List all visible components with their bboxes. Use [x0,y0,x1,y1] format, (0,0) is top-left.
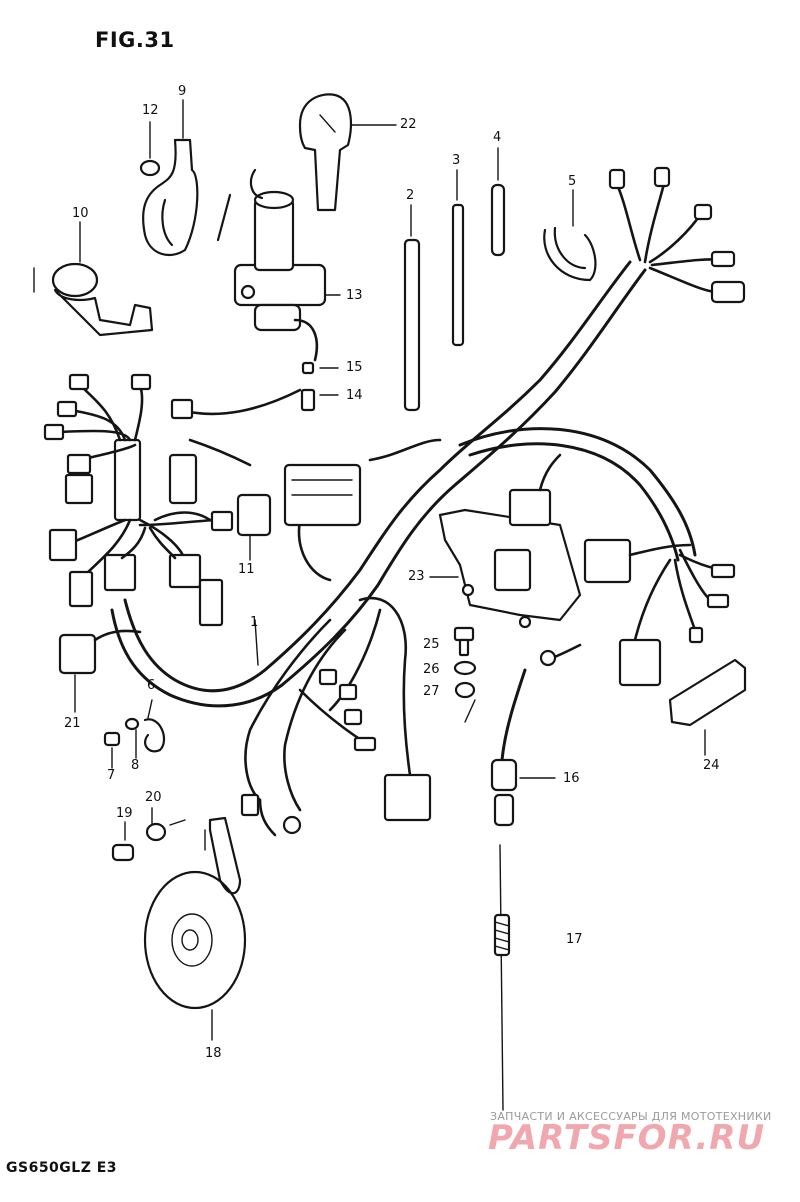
callout-19: 19 [116,806,133,821]
model-code: GS650GLZ E3 [6,1160,118,1176]
callout-24: 24 [703,758,720,773]
right-lower-cluster [539,538,747,756]
part-21-switch [58,629,142,713]
watermark-logo: PARTSFOR.RU [488,1118,766,1158]
callout-23: 23 [408,569,425,584]
callout-12: 12 [142,103,159,118]
callout-27: 27 [423,684,440,699]
callout-3: 3 [452,153,461,168]
callout-18: 18 [205,1046,222,1061]
parts-25-27-fasteners [453,626,477,723]
part-22-key [298,93,397,212]
part-16-cable [490,668,556,827]
callout-11: 11 [238,562,255,577]
part-15-14-terminals [170,361,339,420]
parts-6-7-8 [103,699,166,769]
callout-22: 22 [400,117,417,132]
left-connector-cluster [43,373,234,627]
callout-26: 26 [423,662,440,677]
callout-16: 16 [563,771,580,786]
figure-title: FIG.31 [95,28,175,52]
part-5-band [543,189,597,282]
callout-5: 5 [568,174,577,189]
callout-15: 15 [346,360,363,375]
part-2-rod [403,204,421,412]
callout-8: 8 [131,758,140,773]
part-13-ignition-switch [216,168,341,362]
callout-10: 10 [72,206,89,221]
part-1-leader [254,619,259,666]
callout-14: 14 [346,388,363,403]
part-11-holder [236,493,272,561]
lower-mid-connectors [240,668,432,837]
part-17-spring-cable [493,844,511,1111]
callout-9: 9 [178,84,187,99]
part-18-horn [143,816,247,1041]
callout-25: 25 [423,637,440,652]
callout-6: 6 [147,678,156,693]
part-3-strap [451,169,465,347]
part-12-screw [139,121,161,177]
callout-1: 1 [250,615,259,630]
watermark-tagline: ЗАПЧАСТИ И АКСЕССУАРЫ ДЛЯ МОТОТЕХНИКИ [490,1110,772,1123]
callout-7: 7 [107,768,116,783]
part-23-bracket [429,453,582,629]
part-9-clamp [142,99,199,257]
callout-17: 17 [566,932,583,947]
right-upper-connectors [608,166,746,304]
center-connector [283,463,362,527]
part-10-bracket [33,221,154,337]
callout-21: 21 [64,716,81,731]
part-4-clip [490,147,506,257]
callout-4: 4 [493,130,502,145]
callout-13: 13 [346,288,363,303]
main-harness [110,260,697,812]
callout-2: 2 [406,188,415,203]
callout-20: 20 [145,790,162,805]
parts-19-20 [111,807,186,862]
